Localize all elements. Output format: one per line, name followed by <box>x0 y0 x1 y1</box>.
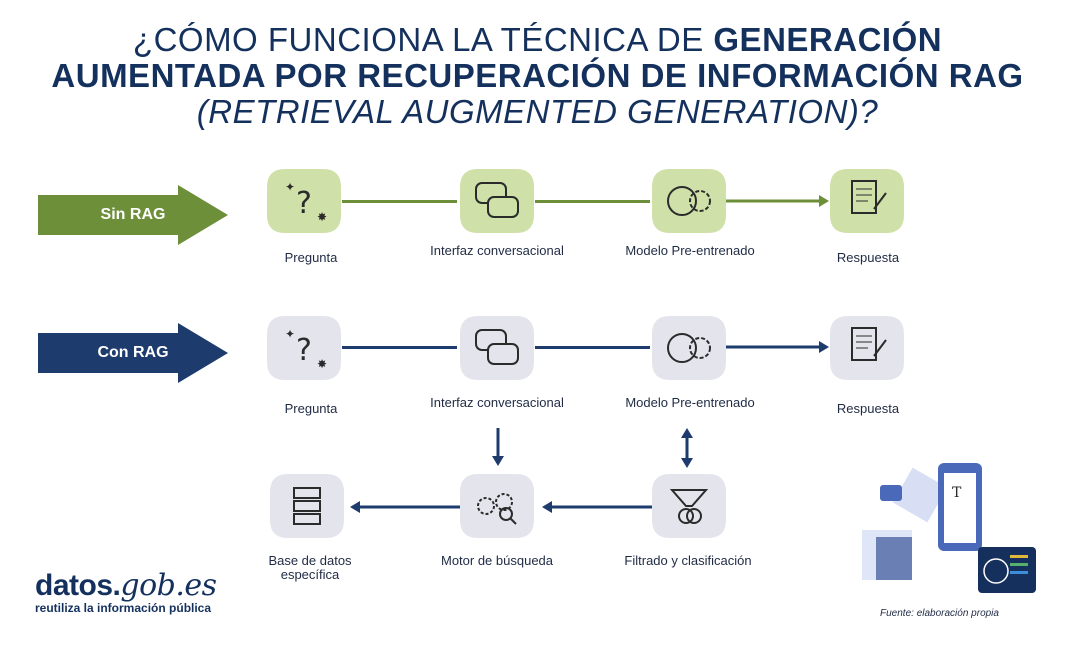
question-icon: ? ✦ ✸ <box>267 169 341 233</box>
con-rag-step-1: Pregunta <box>284 401 338 416</box>
sin-rag-step-2: Interfaz conversacional <box>430 243 564 258</box>
infographic-title: ¿CÓMO FUNCIONA LA TÉCNICA DE GENERACIÓN … <box>0 22 1075 130</box>
sin-rag-connector-3 <box>725 195 829 207</box>
retrieval-step-3: Filtrado y clasificación <box>624 553 752 568</box>
retrieval-step-2: Motor de búsqueda <box>440 553 554 568</box>
con-rag-respuesta-node <box>828 312 906 384</box>
database-server-icon <box>270 474 344 538</box>
logo-name-part-1: datos. <box>35 569 121 602</box>
filtrado-to-motor-arrow <box>542 501 652 513</box>
con-rag-step-2: Interfaz conversacional <box>430 395 564 410</box>
con-rag-label: Con RAG <box>97 344 169 361</box>
logo-tagline: reutiliza la información pública <box>35 601 212 615</box>
con-rag-connector-2 <box>535 346 650 349</box>
con-rag-step-4: Respuesta <box>836 401 900 416</box>
con-rag-connector-3 <box>725 341 829 353</box>
filtrado-node <box>650 470 728 542</box>
modelo-filtrado-arrow <box>681 428 693 468</box>
sin-rag-respuesta-node <box>828 165 906 237</box>
svg-text:✦: ✦ <box>285 180 295 194</box>
sin-rag-step-3: Modelo Pre-entrenado <box>625 243 755 258</box>
sin-rag-step-4: Respuesta <box>836 250 900 265</box>
sin-rag-connector-1 <box>342 200 457 203</box>
title-line-1-bold: GENERACIÓN <box>713 21 943 58</box>
datos-gob-logo: datos.gob.es reutiliza la información pú… <box>35 568 217 615</box>
title-line-2: AUMENTADA POR RECUPERACIÓN DE INFORMACIÓ… <box>51 57 1024 94</box>
svg-text:?: ? <box>296 186 312 221</box>
svg-text:T: T <box>952 485 962 501</box>
chat-bubbles-icon <box>460 316 534 380</box>
logo-name-part-2: gob.es <box>120 568 217 603</box>
con-rag-modelo-node <box>650 312 728 384</box>
sin-rag-arrow: Sin RAG <box>38 185 228 245</box>
sin-rag-interfaz-node <box>458 165 536 237</box>
sin-rag-modelo-node <box>650 165 728 237</box>
funnel-filter-icon <box>652 474 726 538</box>
document-pen-icon <box>830 316 904 380</box>
con-rag-pregunta-node: ? ✦ ✸ <box>265 312 343 384</box>
source-caption: Fuente: elaboración propia <box>880 608 999 619</box>
con-rag-connector-1 <box>342 346 457 349</box>
sin-rag-label: Sin RAG <box>100 206 166 223</box>
sin-rag-connector-2 <box>535 200 650 203</box>
base-datos-node <box>268 470 346 542</box>
retrieval-step-1: Base de datos específica <box>268 553 352 582</box>
brain-gear-icon <box>652 169 726 233</box>
svg-text:?: ? <box>296 333 312 368</box>
svg-text:✦: ✦ <box>285 327 295 341</box>
svg-text:✸: ✸ <box>317 357 327 371</box>
sin-rag-pregunta-node: ? ✦ ✸ <box>265 165 343 237</box>
svg-text:✸: ✸ <box>317 210 327 224</box>
motor-to-base-arrow <box>350 501 460 513</box>
con-rag-interfaz-node <box>458 312 536 384</box>
motor-busqueda-node <box>458 470 536 542</box>
document-pen-icon <box>830 169 904 233</box>
title-line-1: ¿CÓMO FUNCIONA LA TÉCNICA DE <box>132 21 714 58</box>
technology-illustration: T <box>840 455 1040 595</box>
sin-rag-step-1: Pregunta <box>284 250 338 265</box>
con-rag-arrow: Con RAG <box>38 323 228 383</box>
con-rag-step-3: Modelo Pre-entrenado <box>625 395 755 410</box>
interfaz-to-motor-arrow <box>492 428 504 466</box>
chat-bubbles-icon <box>460 169 534 233</box>
title-line-3: (RETRIEVAL AUGMENTED GENERATION)? <box>196 93 879 130</box>
search-gears-icon <box>460 474 534 538</box>
brain-gear-icon <box>652 316 726 380</box>
question-icon: ? ✦ ✸ <box>267 316 341 380</box>
